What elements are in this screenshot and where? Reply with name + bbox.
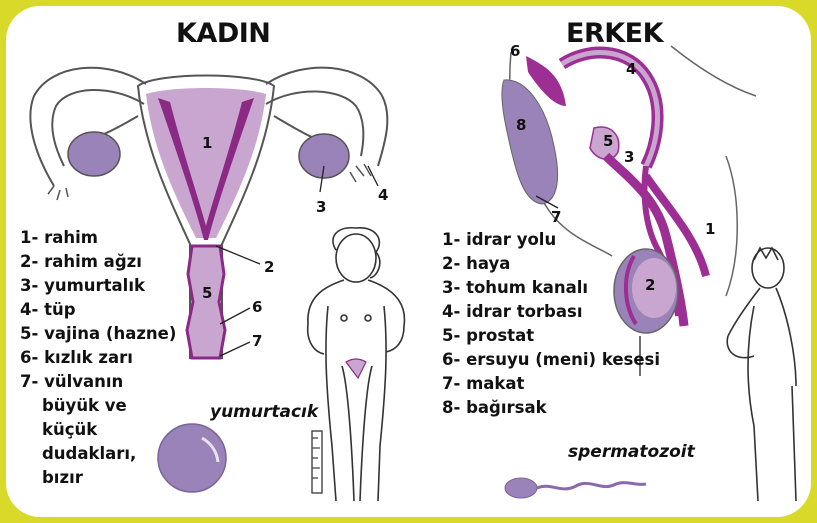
male-legend-item: 1- idrar yolu bbox=[442, 228, 660, 252]
egg-caption: yumurtacık bbox=[210, 402, 318, 422]
female-title: KADIN bbox=[176, 18, 270, 49]
male-legend-item: 4- idrar torbası bbox=[442, 300, 660, 324]
female-legend-item: küçük bbox=[20, 418, 176, 442]
male-num-6: 6 bbox=[510, 42, 520, 60]
male-num-3: 3 bbox=[624, 148, 634, 166]
female-legend-item: 6- kızlık zarı bbox=[20, 346, 176, 370]
male-legend-item: 5- prostat bbox=[442, 324, 660, 348]
female-num-6: 6 bbox=[252, 298, 262, 316]
sperm-caption: spermatozoit bbox=[568, 442, 695, 462]
male-legend-item: 6- ersuyu (meni) kesesi bbox=[442, 348, 660, 372]
female-num-1: 1 bbox=[202, 134, 212, 152]
female-num-4: 4 bbox=[378, 186, 388, 204]
female-legend-item: dudakları, bbox=[20, 442, 176, 466]
male-legend-item: 8- bağırsak bbox=[442, 396, 660, 420]
female-legend-item: 5- vajina (hazne) bbox=[20, 322, 176, 346]
female-num-2: 2 bbox=[264, 258, 274, 276]
man-figure bbox=[727, 248, 796, 501]
right-ovary bbox=[299, 134, 349, 178]
female-num-7: 7 bbox=[252, 332, 262, 350]
female-legend-item: 7- vülvanın bbox=[20, 370, 176, 394]
female-legend-item: 3- yumurtalık bbox=[20, 274, 176, 298]
female-num-5: 5 bbox=[202, 284, 212, 302]
sperm-cell bbox=[505, 478, 646, 498]
male-legend: 1- idrar yolu 2- haya 3- tohum kanalı 4-… bbox=[442, 228, 660, 420]
female-legend: 1- rahim 2- rahim ağzı 3- yumurtalık 4- … bbox=[20, 226, 176, 490]
male-num-7: 7 bbox=[551, 208, 561, 226]
female-legend-item: 1- rahim bbox=[20, 226, 176, 250]
female-legend-item: büyük ve bbox=[20, 394, 176, 418]
male-legend-item: 7- makat bbox=[442, 372, 660, 396]
male-legend-item: 3- tohum kanalı bbox=[442, 276, 660, 300]
female-legend-item: 4- tüp bbox=[20, 298, 176, 322]
female-legend-item: bızır bbox=[20, 466, 176, 490]
male-num-4: 4 bbox=[626, 60, 636, 78]
male-num-5: 5 bbox=[603, 132, 613, 150]
male-title: ERKEK bbox=[566, 18, 663, 49]
female-num-3: 3 bbox=[316, 198, 326, 216]
female-pointer-lines bbox=[216, 166, 378, 356]
female-legend-item: 2- rahim ağzı bbox=[20, 250, 176, 274]
left-ovary bbox=[68, 132, 120, 176]
male-num-1: 1 bbox=[705, 220, 715, 238]
male-num-8: 8 bbox=[516, 116, 526, 134]
vagina-shape bbox=[187, 246, 225, 358]
diagram-frame: KADIN ERKEK 1 2 3 4 5 6 7 1 2 3 4 5 6 7 … bbox=[6, 6, 811, 517]
male-legend-item: 2- haya bbox=[442, 252, 660, 276]
